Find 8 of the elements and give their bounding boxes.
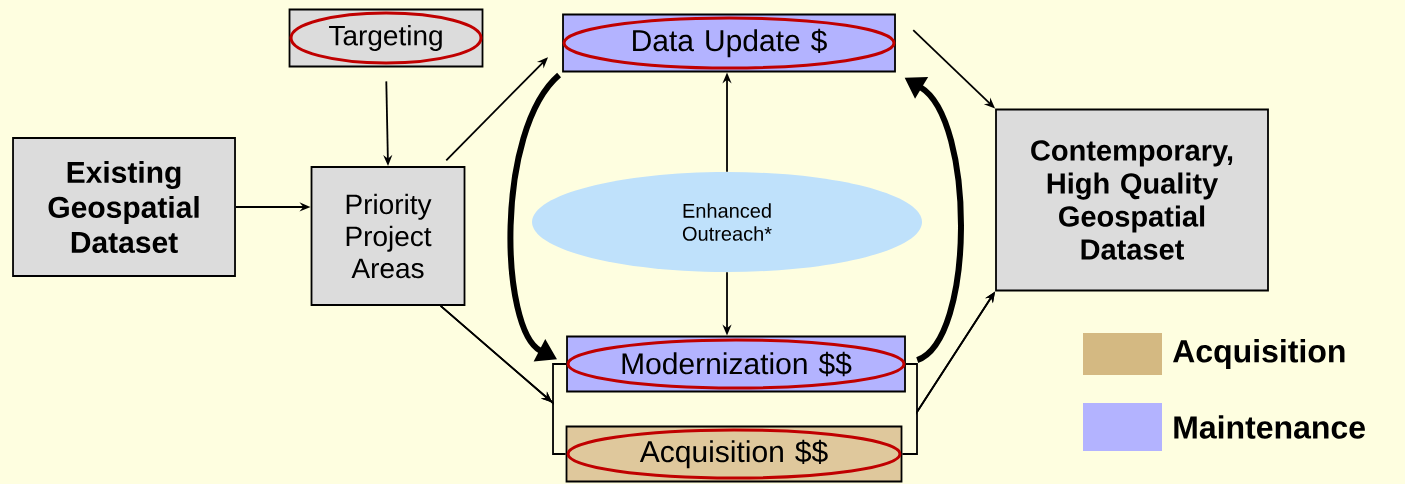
process-box: Data Update $ — [562, 13, 896, 73]
process-box: Priority Project Areas — [310, 166, 466, 306]
legend-label: Maintenance — [1174, 415, 1365, 439]
process-box: Existing Geospatial Dataset — [12, 137, 236, 277]
process-box: Contemporary, High Quality Geospatial Dataset — [995, 108, 1269, 292]
bracket-arrow — [439, 305, 567, 455]
curved-arrow — [507, 73, 562, 362]
legend-label: Acquisition — [1173, 339, 1345, 369]
